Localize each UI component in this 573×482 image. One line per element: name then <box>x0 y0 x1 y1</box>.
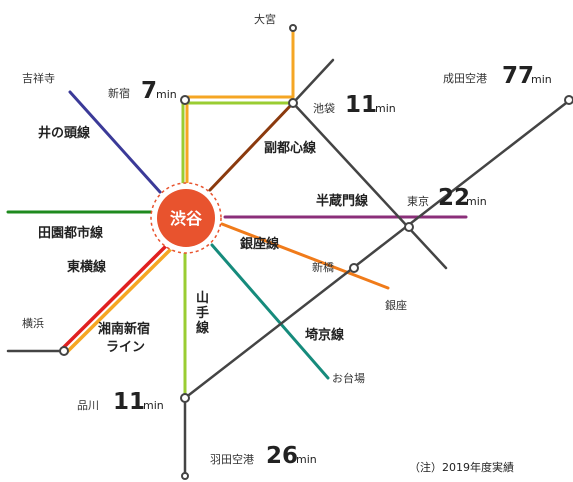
shinjuku-name: 新宿 <box>108 86 130 100</box>
jr-ikebukuro-tokyo <box>291 101 448 270</box>
odaiba-label: お台場 <box>332 371 365 385</box>
tokyo-station-marker <box>404 222 414 232</box>
station-markers <box>59 24 573 480</box>
toyoko-name: 東横線 <box>67 259 107 275</box>
ikebukuro-time: 11 <box>345 92 377 118</box>
omiya-label: 大宮 <box>254 12 276 26</box>
yamanote-name-3: 線 <box>196 320 210 336</box>
shinjuku-station-marker <box>180 95 190 105</box>
shonan-shinjuku-line <box>65 248 172 354</box>
shinagawa-time: 11 <box>113 389 145 415</box>
toyoko-line <box>60 244 168 351</box>
kichijoji-label: 吉祥寺 <box>22 71 55 85</box>
yokohama-station-marker <box>59 346 69 356</box>
ikebukuro-station-marker <box>288 98 298 108</box>
shonan-name-1: 湘南新宿 <box>98 321 150 337</box>
shinbashi-label: 新橋 <box>312 260 334 274</box>
rail-lines <box>6 28 572 478</box>
shinjuku-unit: min <box>156 88 177 101</box>
jr-ikebukuro-northeast <box>291 58 335 105</box>
shinjuku-time: 7 <box>141 78 157 104</box>
shinagawa-unit: min <box>143 399 164 412</box>
yamanote-name-1: 山 <box>196 290 209 306</box>
tokyo-time: 22 <box>438 185 470 211</box>
shonan-name-2: ライン <box>106 340 145 355</box>
shibuya-hub: 渋谷 <box>150 182 222 254</box>
ginza-station-label: 銀座 <box>385 298 407 312</box>
shonan-shinjuku-north <box>185 28 295 192</box>
fukutoshin-line <box>208 101 295 192</box>
jr-shinagawa-narita <box>183 98 572 400</box>
station-labels: 大宮 吉祥寺 新宿 7 min 池袋 11 min 成田空港 77 min 東京… <box>22 12 552 469</box>
denentoshi-name: 田園都市線 <box>38 225 104 241</box>
ikebukuro-label: 池袋 <box>313 101 335 115</box>
narita-station-marker <box>564 95 573 105</box>
line-names: 井の頭線 副都心線 半蔵門線 田園都市線 銀座線 東横線 山 手 線 湘南新宿 … <box>38 125 369 355</box>
haneda-unit: min <box>296 453 317 466</box>
haneda-label: 羽田空港 <box>210 452 254 466</box>
ginza-line <box>220 222 390 290</box>
narita-unit: min <box>531 73 552 86</box>
ginza-name: 銀座線 <box>240 236 280 252</box>
yokohama-label: 横浜 <box>22 316 44 330</box>
tokyo-unit: min <box>466 195 487 208</box>
hanzomon-name: 半蔵門線 <box>316 193 369 209</box>
inokashira-line <box>68 90 162 194</box>
hub-circle <box>157 189 215 247</box>
saikyo-line <box>210 243 330 380</box>
fukutoshin-name: 副都心線 <box>264 140 317 156</box>
footnote: （注）2019年度実績 <box>409 460 514 474</box>
omiya-station-marker <box>289 24 297 32</box>
tokyo-label: 東京 <box>407 194 429 208</box>
narita-label: 成田空港 <box>443 71 487 85</box>
haneda-time: 26 <box>266 443 298 469</box>
shinagawa-station-marker <box>180 393 190 403</box>
haneda-station-marker <box>181 472 189 480</box>
hub-label: 渋谷 <box>170 209 203 228</box>
shinjuku-label: 新宿 <box>108 86 130 100</box>
shinbashi-station-marker <box>349 263 359 273</box>
shinagawa-label: 品川 <box>77 399 99 412</box>
narita-time: 77 <box>502 63 534 89</box>
yamanote-name-2: 手 <box>196 305 209 321</box>
ikebukuro-unit: min <box>375 102 396 115</box>
inokashira-name: 井の頭線 <box>38 125 91 141</box>
saikyo-name: 埼京線 <box>305 327 345 343</box>
